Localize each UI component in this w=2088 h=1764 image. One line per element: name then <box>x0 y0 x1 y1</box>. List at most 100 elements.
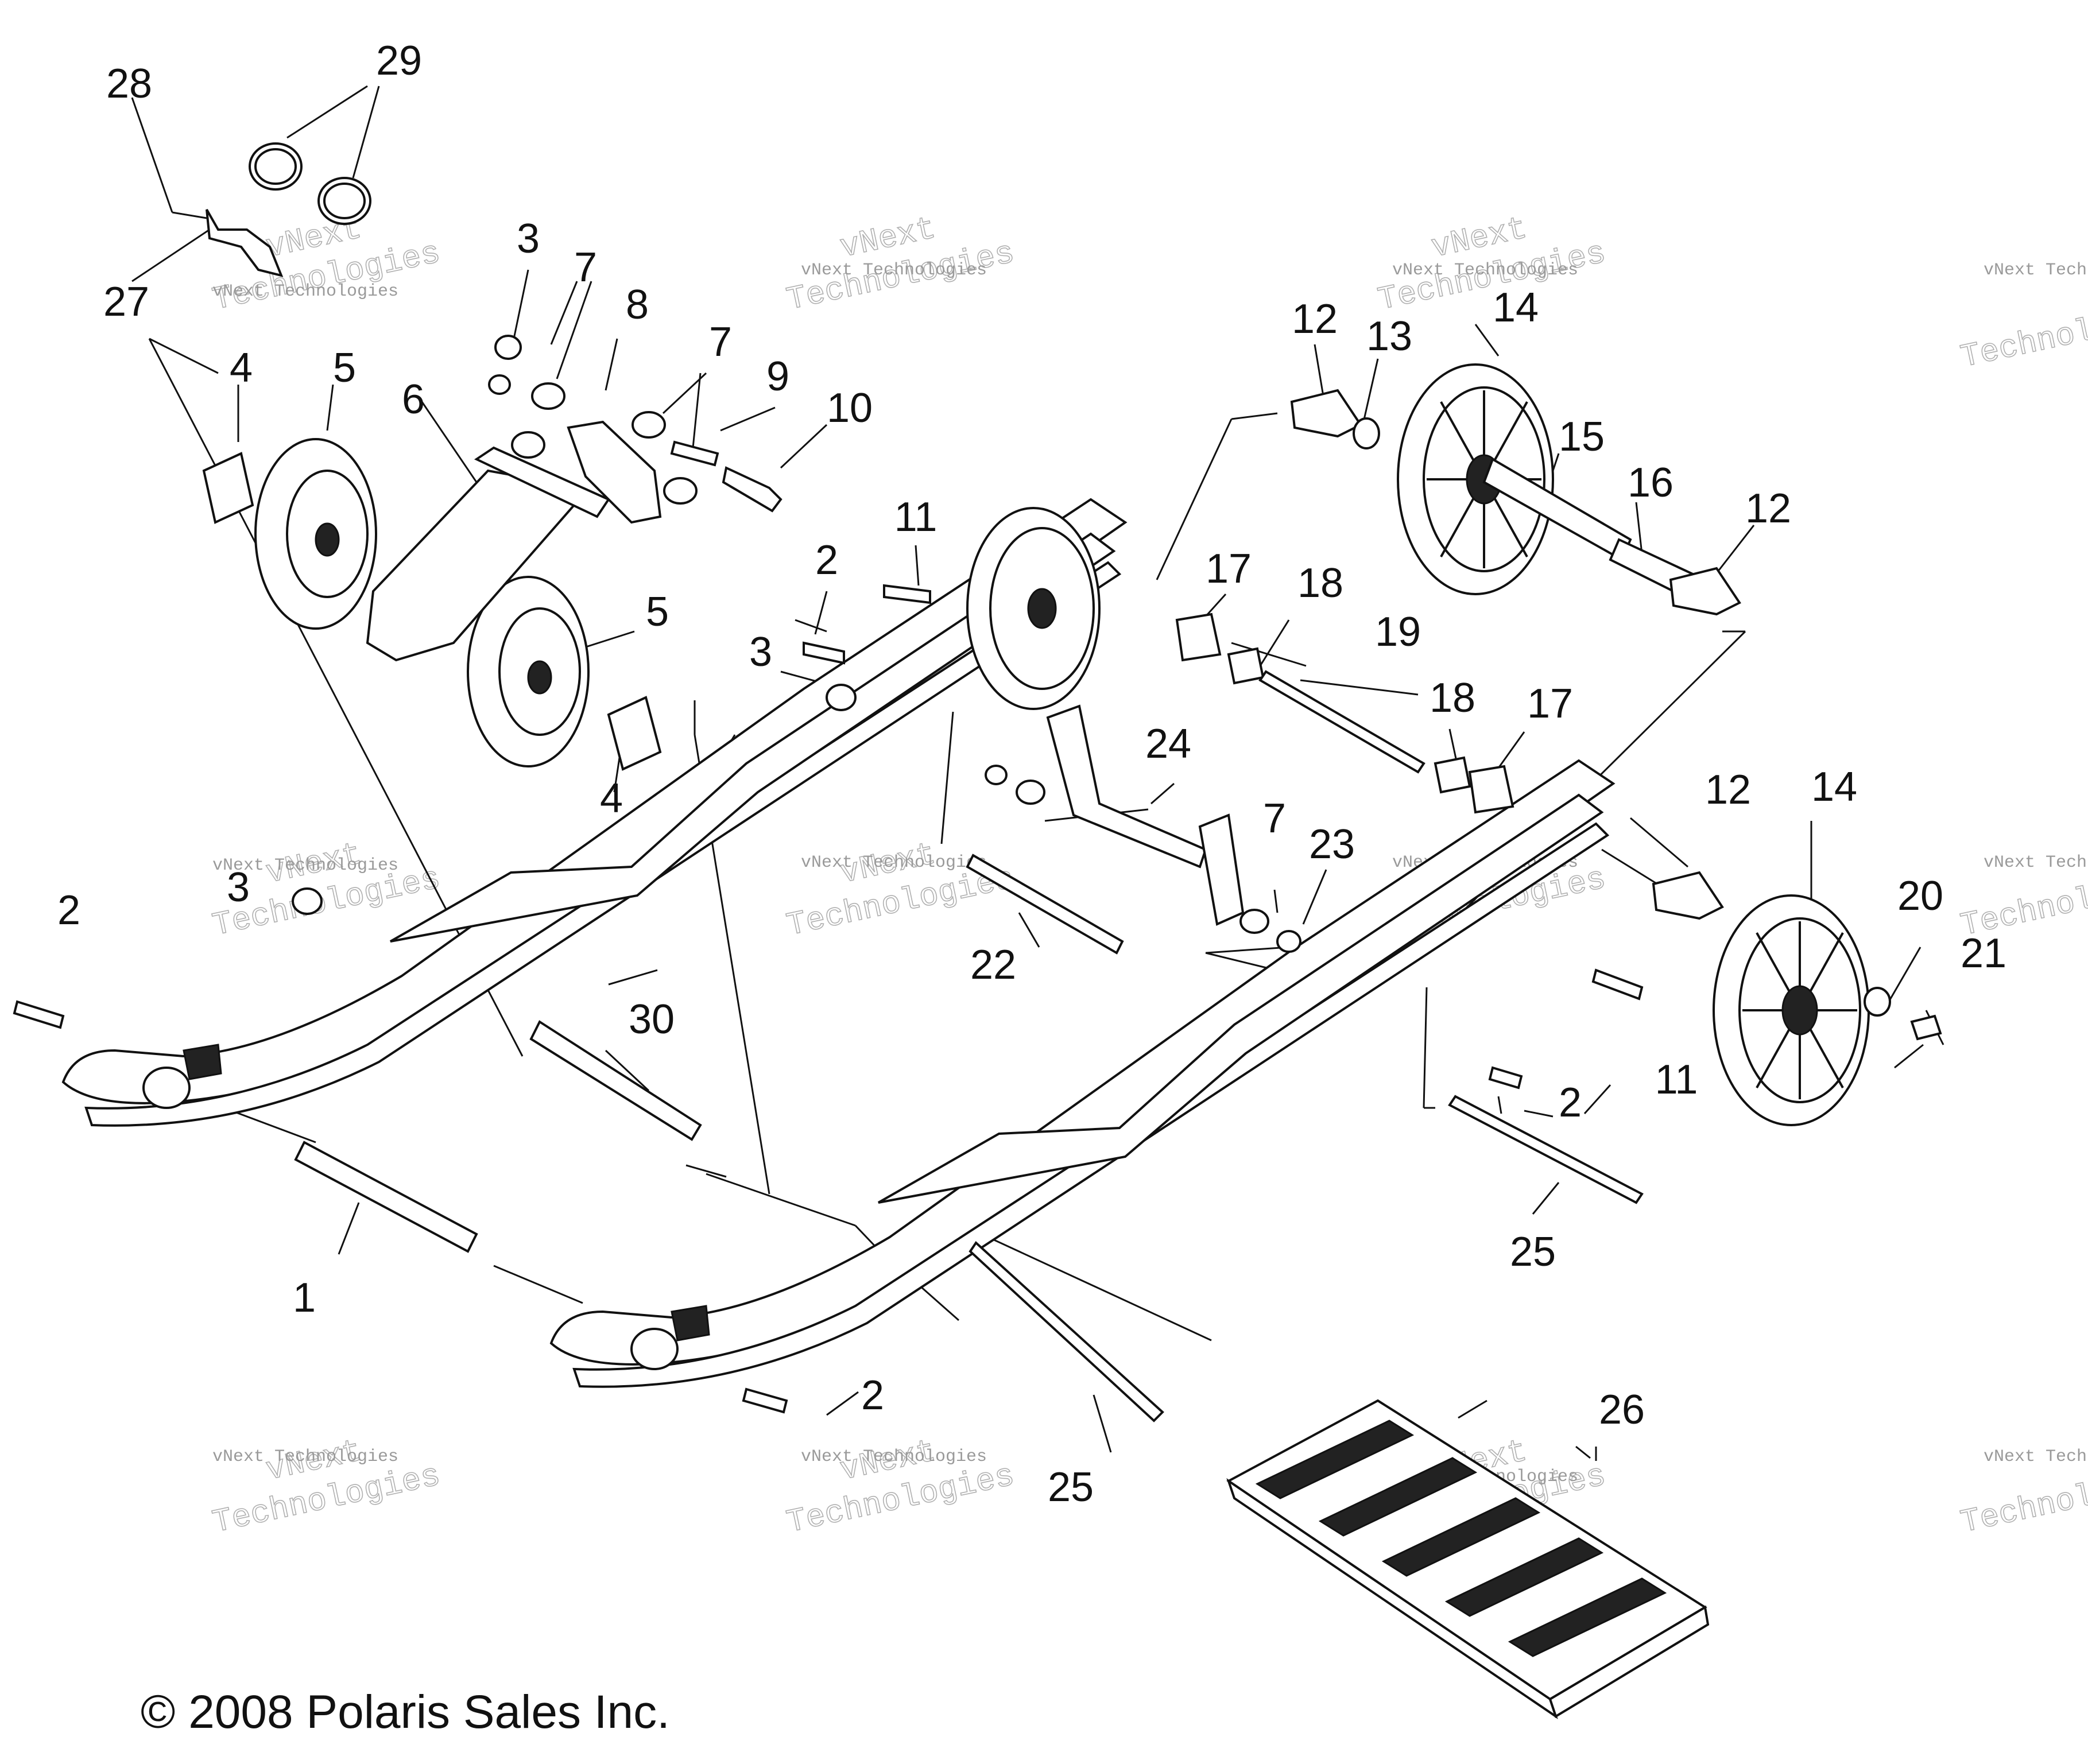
callout-2: 2 <box>861 1373 884 1418</box>
part-3-nuts <box>292 335 857 915</box>
part-7-bushings <box>488 374 698 505</box>
callout-25: 25 <box>1510 1229 1556 1275</box>
watermark-text: vNext Technologies <box>1392 261 1578 280</box>
leader-lines <box>131 85 1944 1461</box>
copyright-notice: © 2008 Polaris Sales Inc. <box>141 1686 670 1738</box>
part-7-23-bushings <box>985 765 1301 953</box>
part-2-bolts <box>13 641 1523 1414</box>
callout-17: 17 <box>1206 546 1252 592</box>
callout-1: 1 <box>293 1275 316 1321</box>
callout-14: 14 <box>1811 764 1857 810</box>
callout-5: 5 <box>333 345 356 391</box>
part-12-bracket-b <box>1669 567 1741 616</box>
callout-16: 16 <box>1628 460 1674 506</box>
watermark-big: Technologies <box>1958 1457 2088 1541</box>
callout-3: 3 <box>749 629 772 675</box>
callout-7: 7 <box>1263 796 1286 842</box>
callout-17: 17 <box>1527 681 1573 727</box>
watermarks: Technologies vNext vNext Technologies Te… <box>209 210 2088 1542</box>
part-13-washer <box>1353 417 1380 449</box>
callout-12: 12 <box>1705 767 1751 813</box>
watermark-text: vNext Technologies <box>1984 853 2088 873</box>
watermark: Technologies vNext <box>783 210 1018 319</box>
callout-28: 28 <box>106 61 152 107</box>
watermark-text: vNext Technologies <box>801 853 987 873</box>
part-20-21-washer-bolt <box>1864 987 1942 1041</box>
callout-2: 2 <box>57 887 80 933</box>
part-24-torque-arm <box>1046 704 1245 926</box>
watermark: Technologies <box>1957 1457 2088 1542</box>
callout-26: 26 <box>1599 1387 1645 1433</box>
callout-8: 8 <box>626 282 649 328</box>
callout-30: 30 <box>629 997 675 1042</box>
callout-4: 4 <box>600 776 623 821</box>
watermark: Technologies vNext <box>1374 210 1609 319</box>
callout-14: 14 <box>1493 285 1539 331</box>
callout-27: 27 <box>103 279 149 325</box>
callout-13: 13 <box>1366 313 1412 359</box>
part-30-shaft <box>529 1020 702 1141</box>
callout-2: 2 <box>815 537 838 583</box>
part-5-idler-wheel-b <box>467 576 590 767</box>
callout-3: 3 <box>517 216 540 262</box>
watermark-text: vNext Technologies <box>212 1447 398 1467</box>
callout-18: 18 <box>1297 560 1343 606</box>
callout-6: 6 <box>402 377 425 422</box>
callout-21: 21 <box>1961 931 2006 976</box>
callout-18: 18 <box>1430 675 1475 721</box>
part-9-10-bolts <box>670 440 782 513</box>
watermark: Technologies vNext <box>783 1432 1018 1541</box>
part-6-axle-bracket <box>366 446 610 662</box>
part-14-wheel-top <box>1397 363 1554 595</box>
watermark-big: Technologies <box>1958 292 2088 376</box>
part-11-bolts <box>883 584 1644 1001</box>
callout-12: 12 <box>1745 486 1791 532</box>
callout-7: 7 <box>574 245 597 290</box>
callout-2: 2 <box>1559 1080 1582 1126</box>
part-14-wheel-right <box>1713 894 1870 1126</box>
part-14-wheel-left-rail <box>966 507 1101 710</box>
watermark: Technologies vNext <box>783 835 1018 944</box>
part-17-18-19-crossshaft <box>1175 612 1514 814</box>
watermark-text: vNext Technologies <box>801 1447 987 1467</box>
callout-4: 4 <box>230 345 253 391</box>
callout-7: 7 <box>709 319 732 365</box>
callout-19: 19 <box>1375 609 1421 655</box>
part-8-link <box>567 420 662 524</box>
watermark-text: vNext Technologies <box>801 261 987 280</box>
part-27-bracket <box>172 209 284 277</box>
watermark-text: vNext Technologies <box>212 856 398 875</box>
callout-11: 11 <box>894 494 938 540</box>
left-rail <box>61 498 1128 1127</box>
callout-12: 12 <box>1292 296 1338 342</box>
callout-3: 3 <box>227 864 250 910</box>
watermark: Technologies <box>1957 292 2088 377</box>
callout-20: 20 <box>1897 873 1943 919</box>
callout-9: 9 <box>766 354 789 400</box>
part-29-clamps <box>249 142 371 225</box>
part-26-track <box>1226 1399 1710 1719</box>
part-25-rods <box>969 1095 1644 1422</box>
callout-23: 23 <box>1309 821 1355 867</box>
watermark-text: vNext Technologies <box>1984 1447 2088 1467</box>
part-1-shaft <box>294 1141 478 1253</box>
part-22-shaft <box>966 854 1124 955</box>
callout-5: 5 <box>646 589 669 635</box>
part-5-idler-wheel <box>254 438 377 630</box>
part-12-bracket-a <box>1290 389 1362 438</box>
part-4-spacer-b <box>607 696 662 771</box>
callout-25: 25 <box>1048 1464 1094 1510</box>
callout-11: 11 <box>1655 1057 1698 1103</box>
callout-24: 24 <box>1145 721 1191 767</box>
part-4-spacer <box>202 452 254 524</box>
callout-10: 10 <box>827 385 873 431</box>
watermark: Technologies vNext <box>209 1432 444 1541</box>
part-12-bracket-c <box>1652 871 1724 920</box>
callout-29: 29 <box>376 38 422 84</box>
callout-22: 22 <box>970 942 1016 988</box>
watermark-text: vNext Technologies <box>212 282 398 301</box>
callout-15: 15 <box>1559 414 1605 460</box>
right-rail <box>549 759 1616 1388</box>
callout-labels: 28 29 27 3 7 8 4 5 6 7 9 10 5 11 2 3 4 1… <box>57 38 2006 1510</box>
